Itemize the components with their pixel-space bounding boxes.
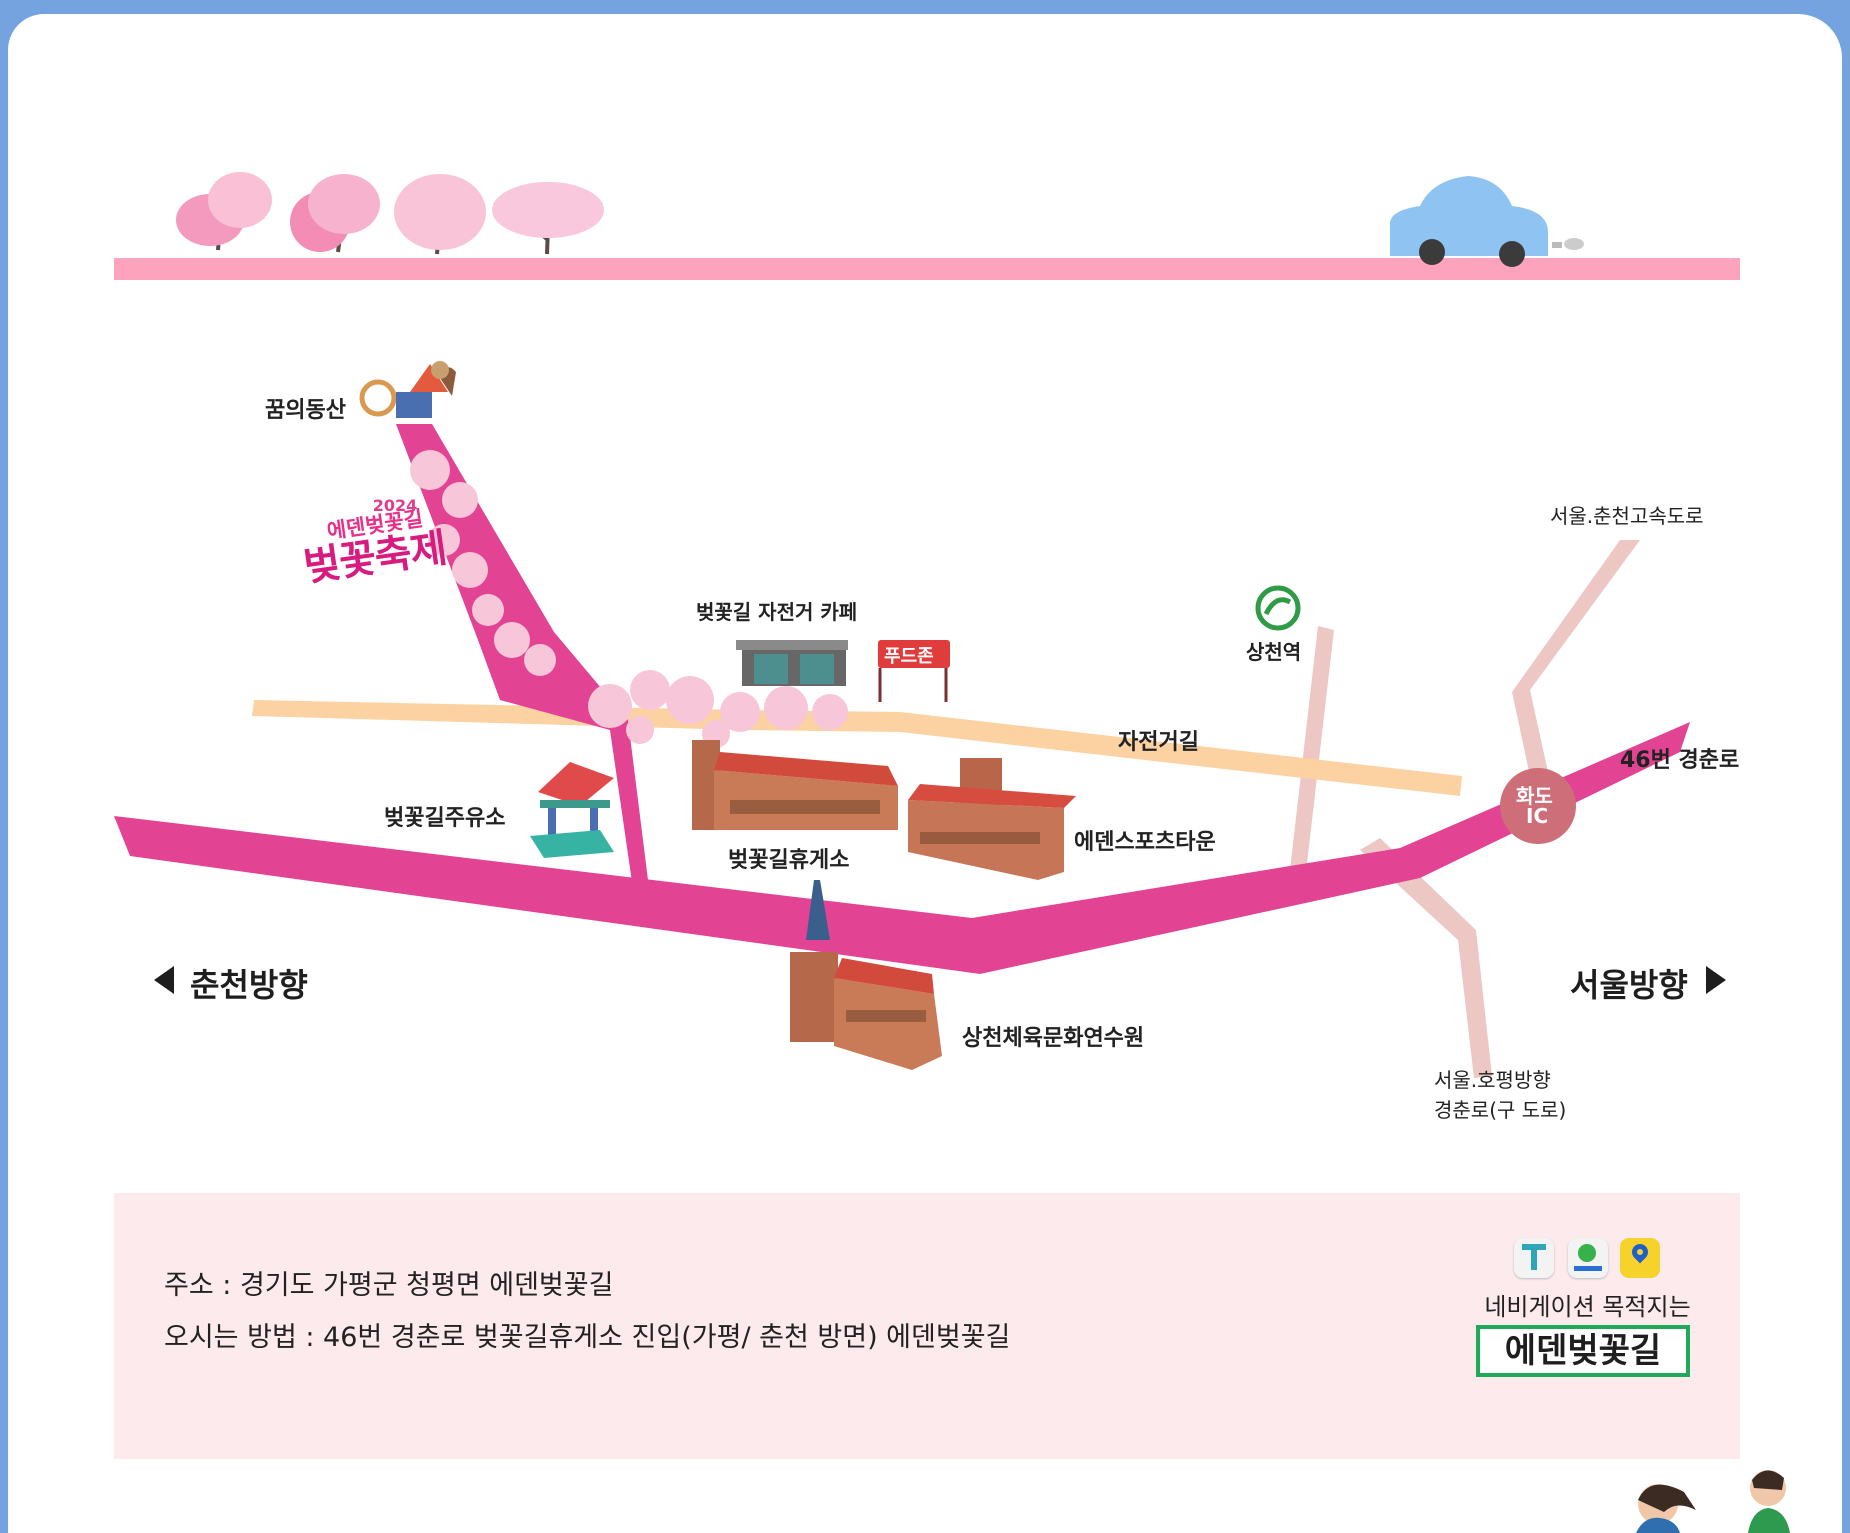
kakao-map-icon [1620,1238,1660,1278]
bike-path [252,700,1462,796]
bike-cafe-building-icon [736,640,848,686]
car-icon [1390,176,1584,267]
amusement-park-icon [359,361,456,418]
cherry-tree-icon [492,182,604,255]
label-training-center: 상천체육문화연수원 [962,1026,1145,1051]
arrow-right-icon [1706,966,1726,994]
cherry-blossom-cluster [410,450,848,748]
festival-logo: 2024 에덴벚꽃길 벚꽃축제 [300,496,450,591]
label-bike-cafe: 벚꽃길 자전거 카페 [696,600,858,624]
arrow-left-icon [154,966,174,994]
direction-left-label: 춘천방향 [190,966,308,1004]
label-gas-station: 벚꽃길주유소 [384,806,506,831]
nav-destination-box: 에덴벚꽃길 [1476,1325,1690,1377]
address-text: 주소 : 경기도 가평군 청평면 에덴벚꽃길 [164,1270,614,1301]
direction-right-label: 서울방향 [1570,966,1688,1004]
cherry-tree-icon [290,174,380,253]
training-center-building-icon [790,880,942,1070]
tmap-icon [1514,1238,1554,1278]
banner-road [114,258,1740,280]
cherry-tree-icon [176,172,272,251]
label-expressway: 서울.춘천고속도로 [1550,504,1704,528]
route-text: 오시는 방법 : 46번 경춘로 벚꽃길휴게소 진입(가평/ 춘천 방면) 에덴… [164,1322,1011,1353]
rest-area-building-icon [692,740,898,830]
label-eden-sports: 에덴스포츠타운 [1074,830,1216,855]
nav-caption: 네비게이션 목적지는 [1484,1293,1691,1321]
food-zone-sign-icon [878,640,950,702]
info-box: 주소 : 경기도 가평군 청평면 에덴벚꽃길 오시는 방법 : 46번 경춘로 … [114,1193,1740,1459]
ic-badge-icon [1500,768,1576,844]
label-rest-area: 벚꽃길휴게소 [728,848,850,873]
label-sangcheon-station: 상천역 [1246,640,1302,664]
sports-town-building-icon [908,758,1076,880]
label-old-road-line1: 서울.호평방향 [1434,1068,1551,1092]
people-illustration [1636,1470,1790,1533]
festival-logo-year: 2024 [372,496,418,515]
label-bike-road: 자전거길 [1118,730,1199,755]
label-ic-line1: 화도 [1516,784,1553,808]
naver-map-icon [1568,1238,1608,1278]
label-ic-line2: IC [1526,804,1549,828]
label-old-road-line2: 경춘로(구 도로) [1434,1098,1567,1122]
station-icon [1255,585,1301,631]
cherry-tree-icon [394,174,486,255]
gas-station-icon [530,762,614,858]
label-route46: 46번 경춘로 [1620,748,1740,773]
label-food-zone: 푸드존 [884,646,934,667]
label-dream-hill: 꿈의동산 [265,398,346,423]
